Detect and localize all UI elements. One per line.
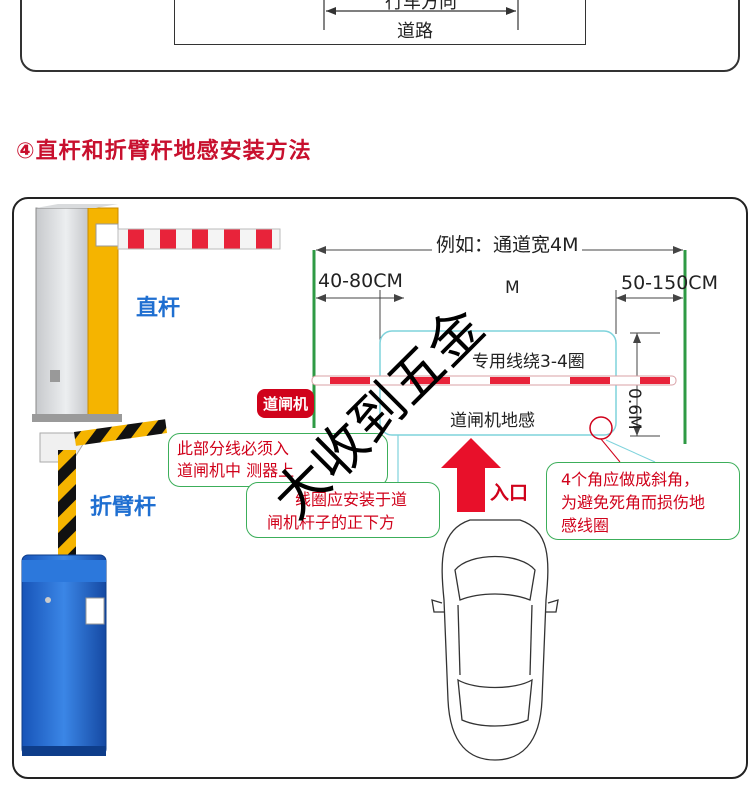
car-outline <box>431 519 559 761</box>
note-corner-line2: 为避免死角而损伤地 <box>561 493 706 512</box>
straight-barrier-machine <box>32 204 281 422</box>
depth-label: 0.6M <box>624 388 644 430</box>
section-title: ④直杆和折臂杆地感安装方法 <box>16 139 312 164</box>
folding-barrier-machine <box>21 419 168 756</box>
main-diagram-panel <box>12 197 748 779</box>
note-wire-line1: 此部分线必须入 <box>177 439 290 458</box>
note-corner-box: 4个角应做成斜角， 为避免死角而损伤地 感线圈 <box>546 462 740 540</box>
note-install-line1: 线圈应安装于道 <box>295 490 408 509</box>
note-wire-box: 此部分线必须入 道闸机中 测器上 <box>168 433 388 487</box>
note-corner-line1: 4个角应做成斜角， <box>561 470 700 489</box>
note-wire-line2: 道闸机中 测器上 <box>177 461 295 480</box>
example-width-label: 例如：通道宽4M <box>432 230 583 257</box>
middle-dimension-partial: M <box>505 278 520 298</box>
folding-bar-label: 折臂杆 <box>90 495 157 520</box>
top-diagram-panel <box>20 0 740 72</box>
entrance-label: 入口 <box>490 482 529 504</box>
left-gap-label: 40-80CM <box>318 270 403 292</box>
entrance-arrow <box>441 438 501 512</box>
note-corner-line3: 感线圈 <box>561 516 610 535</box>
note-install-box: 线圈应安装于道 闸机杆子的正下方 <box>246 482 440 538</box>
road-label: 道路 <box>397 21 433 42</box>
straight-bar-label: 直杆 <box>136 296 181 321</box>
road-box <box>174 0 586 45</box>
barrier-badge: 道闸机 <box>257 389 315 418</box>
right-gap-label: 50-150CM <box>621 272 718 294</box>
loop-sensor-label: 道闸机地感 <box>450 411 535 431</box>
direction-label: 行车方向 <box>385 0 457 13</box>
top-arrows <box>323 0 519 30</box>
loop-turns-label: 专用线绕3-4圈 <box>472 352 585 372</box>
note-install-line2: 闸机杆子的正下方 <box>267 513 396 532</box>
